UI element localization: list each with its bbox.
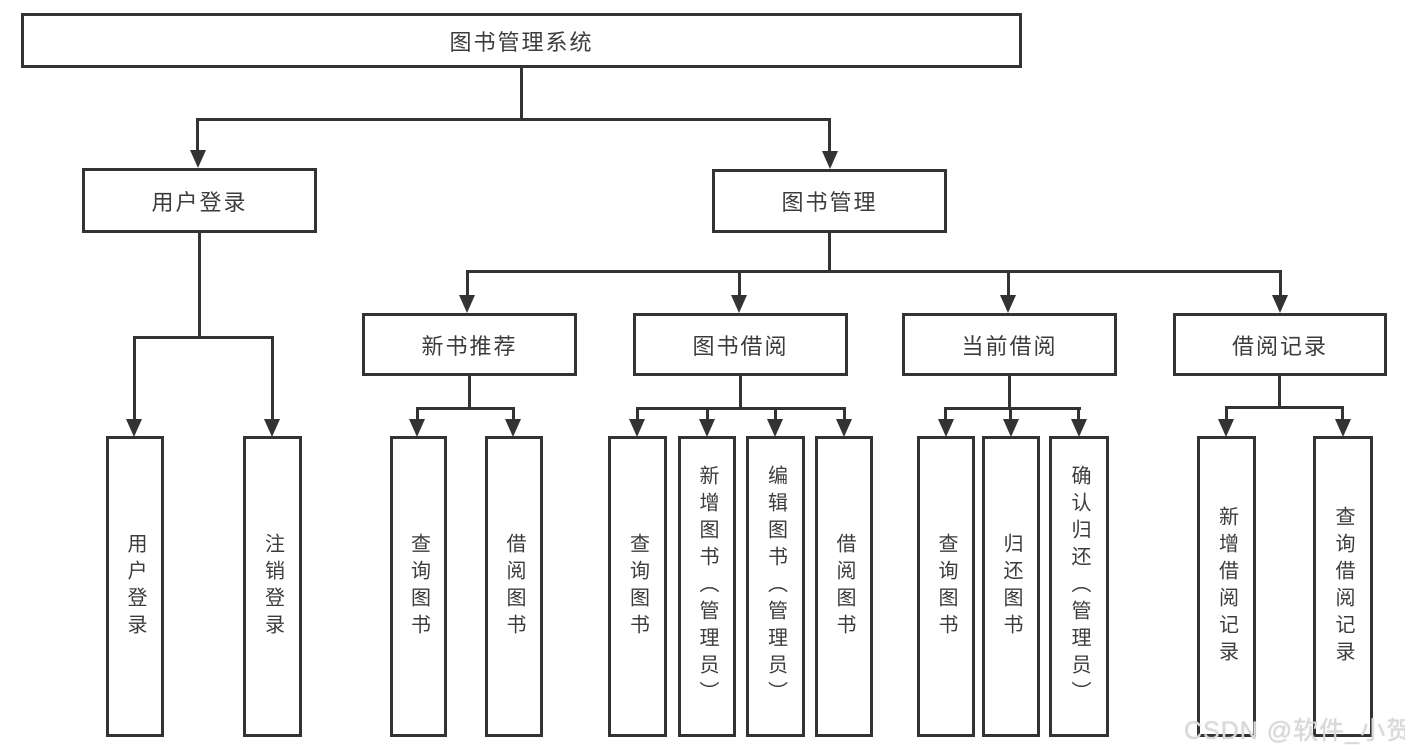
node-library-system: 图书管理系统 <box>21 13 1022 68</box>
arrow-down-icon <box>126 419 142 437</box>
connector-stem-group <box>1007 270 1010 296</box>
connector-stem-leaf <box>133 336 136 420</box>
arrow-down-icon <box>409 419 425 437</box>
connector-newbook-stem <box>468 376 471 407</box>
arrow-down-icon <box>1000 295 1016 313</box>
connector-borrowrecord-stem <box>1278 376 1281 406</box>
node-label: 用户登录 <box>151 189 248 215</box>
arrow-down-icon <box>1218 419 1234 437</box>
connector-currentborrow-stem <box>1008 376 1011 407</box>
connector-bookmgmt-hbar <box>466 270 1282 273</box>
arrow-down-icon <box>938 419 954 437</box>
connector-userlogin-hbar <box>133 336 274 339</box>
leaf-logout: 注销登录 <box>243 436 302 737</box>
connector-userlogin-stem <box>198 233 201 336</box>
connector-stem-leaf <box>706 407 709 420</box>
node-label: 用户登录 <box>124 532 146 641</box>
node-label: 借阅图书 <box>503 532 525 641</box>
node-label: 当前借阅 <box>961 333 1058 359</box>
connector-stem-leaf <box>1341 406 1344 420</box>
arrow-down-icon <box>1335 419 1351 437</box>
leaf-user-login: 用户登录 <box>106 436 164 737</box>
connector-bookborrow-hbar <box>636 407 846 410</box>
arrow-down-icon <box>822 151 838 169</box>
connector-stem-group <box>738 270 741 296</box>
arrow-down-icon <box>629 419 645 437</box>
leaf-borrow-books: 借阅图书 <box>815 436 873 737</box>
connector-stem-leaf <box>636 407 639 420</box>
connector-borrowrecord-hbar <box>1225 406 1344 409</box>
leaf-return-books: 归还图书 <box>982 436 1040 737</box>
arrow-down-icon <box>767 419 783 437</box>
connector-stem-leaf <box>512 407 515 420</box>
node-label: 查询借阅记录 <box>1332 505 1354 668</box>
connector-stem-group <box>466 270 469 296</box>
connector-stem-leaf <box>1009 407 1012 420</box>
connector-root-hbar <box>196 118 831 121</box>
leaf-add-borrow-record: 新增借阅记录 <box>1197 436 1256 737</box>
node-label: 查询图书 <box>626 532 649 641</box>
node-label: 借阅图书 <box>833 532 855 641</box>
leaf-query-books: 查询图书 <box>608 436 667 737</box>
connector-stem-leaf <box>774 407 777 420</box>
arrow-down-icon <box>459 295 475 313</box>
connector-newbook-hbar <box>416 407 515 410</box>
node-label: 图书管理 <box>781 190 878 215</box>
node-label: 编辑图书（管理员） <box>764 465 787 708</box>
connector-bookmgmt-stem <box>828 233 831 270</box>
node-book-management: 图书管理 <box>712 169 947 233</box>
arrow-down-icon <box>190 150 206 168</box>
connector-currentborrow-hbar <box>944 407 1081 410</box>
node-new-book-recommend: 新书推荐 <box>362 313 577 376</box>
node-label: 借阅记录 <box>1231 333 1328 359</box>
node-label: 查询图书 <box>407 532 430 641</box>
leaf-query-books: 查询图书 <box>390 436 447 737</box>
leaf-confirm-return-admin: 确认归还（管理员） <box>1049 436 1109 737</box>
connector-stem-book-management <box>828 118 831 152</box>
connector-stem-leaf <box>1077 407 1080 420</box>
node-label: 查询图书 <box>935 532 957 641</box>
connector-stem-user-login <box>196 118 199 151</box>
arrow-down-icon <box>731 295 747 313</box>
connector-stem-leaf <box>271 336 274 420</box>
leaf-query-books: 查询图书 <box>917 436 975 737</box>
connector-stem-leaf <box>944 407 947 420</box>
node-label: 注销登录 <box>261 532 284 641</box>
node-label: 新增借阅记录 <box>1215 505 1238 668</box>
connector-stem-group <box>1279 270 1282 296</box>
arrow-down-icon <box>1272 295 1288 313</box>
connector-stem-leaf <box>1225 406 1228 420</box>
node-label: 新书推荐 <box>421 333 518 359</box>
node-borrow-records: 借阅记录 <box>1173 313 1387 376</box>
arrow-down-icon <box>1071 419 1087 437</box>
node-label: 新增图书（管理员） <box>696 465 718 708</box>
connector-root-stem <box>520 68 523 118</box>
watermark: CSDN @软件_小贺同学 <box>1184 717 1405 745</box>
connector-stem-leaf <box>416 407 419 420</box>
leaf-edit-book-admin: 编辑图书（管理员） <box>746 436 805 737</box>
connector-bookborrow-stem <box>739 376 742 407</box>
arrow-down-icon <box>1003 419 1019 437</box>
leaf-query-borrow-record: 查询借阅记录 <box>1313 436 1373 737</box>
arrow-down-icon <box>699 419 715 437</box>
leaf-add-book-admin: 新增图书（管理员） <box>678 436 736 737</box>
arrow-down-icon <box>264 419 280 437</box>
node-label: 图书借阅 <box>692 333 789 359</box>
leaf-borrow-books: 借阅图书 <box>485 436 543 737</box>
arrow-down-icon <box>505 419 521 437</box>
node-label: 归还图书 <box>1000 532 1022 641</box>
connector-stem-leaf <box>843 407 846 420</box>
node-user-login: 用户登录 <box>82 168 317 233</box>
arrow-down-icon <box>836 419 852 437</box>
node-label: 图书管理系统 <box>449 29 594 55</box>
node-current-borrow: 当前借阅 <box>902 313 1117 376</box>
node-book-borrow: 图书借阅 <box>633 313 848 376</box>
node-label: 确认归还（管理员） <box>1068 465 1090 708</box>
